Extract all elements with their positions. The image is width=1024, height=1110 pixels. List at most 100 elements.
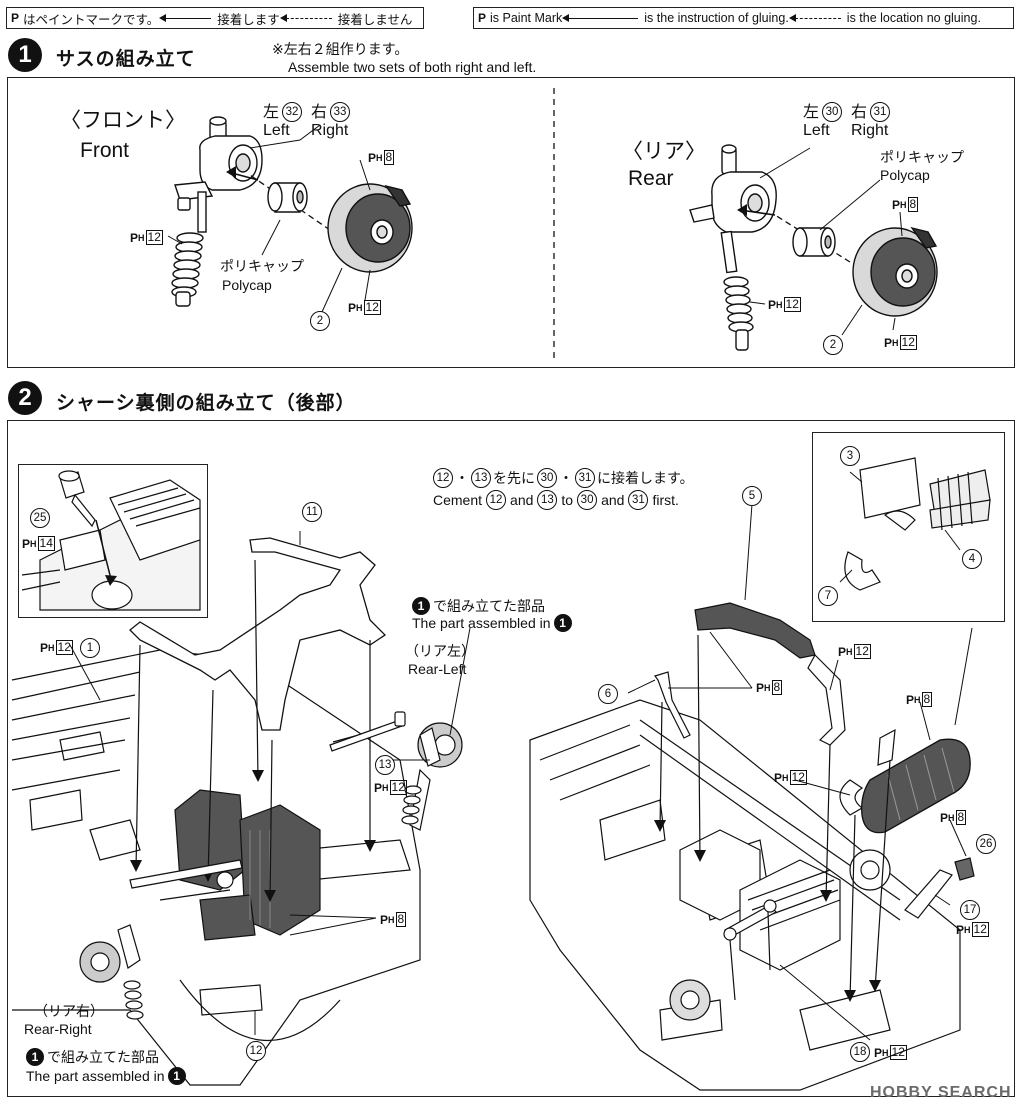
legend-paint-label: is Paint Mark	[490, 11, 563, 25]
paint-mark-symbol: P	[478, 11, 487, 25]
assembled-note-top-jp: 1 で組み立てた部品	[412, 596, 545, 616]
rear-left-jp: （リア左）	[405, 643, 475, 659]
part-11-number: 11	[302, 502, 322, 522]
cement-part-31: 31	[575, 468, 595, 488]
step-2-title: シャーシ裏側の組み立て（後部）	[56, 393, 356, 414]
rear-right-en: Right	[851, 122, 889, 139]
front-title-en: Front	[80, 139, 130, 162]
part-26-number: 26	[976, 834, 996, 854]
cement-part-12: 12	[433, 468, 453, 488]
cement-en-part-31: 31	[628, 490, 649, 510]
cement-instruction-en: Cement 12 and 13 to 30 and 31 first.	[433, 490, 679, 510]
cement-en-and-1: and	[510, 492, 534, 508]
rear-left-jp: 左	[803, 104, 820, 121]
assembled-jp-text: で組み立てた部品	[47, 1049, 159, 1065]
glue-arrow-icon	[159, 13, 212, 22]
part-13-number: 13	[375, 755, 395, 775]
assembled-jp-text: で組み立てた部品	[433, 598, 545, 614]
rear-left-part-number: 30	[822, 102, 842, 122]
legend-paint-label: はペイントマークです。	[23, 12, 160, 27]
rear-left-en: Rear-Left	[408, 661, 467, 677]
step-2-number: 2	[8, 381, 42, 415]
front-title-jp: 〈フロント〉	[60, 109, 186, 132]
cement-instruction-jp: 12 ・ 13 を先に 30 ・ 31 に接着します。	[433, 468, 694, 488]
part-6-number: 6	[598, 684, 618, 704]
front-left-en: Left	[263, 122, 290, 139]
front-left-part-number: 32	[282, 102, 302, 122]
front-left-jp: 左	[263, 104, 280, 121]
cement-part-13: 13	[471, 468, 491, 488]
cement-en-end: first.	[652, 492, 679, 508]
assembled-note-top-en: The part assembled in 1	[412, 614, 572, 632]
legend-glue-label: 接着します	[217, 12, 280, 27]
front-polycap-jp: ポリキャップ	[220, 258, 304, 274]
watermark: HOBBY SEARCH	[870, 1084, 1012, 1101]
step-1-ref-icon: 1	[412, 597, 430, 615]
front-polycap-en: Polycap	[222, 277, 272, 293]
rear-disc-part-number: 2	[823, 335, 843, 355]
part-25-number: 25	[30, 508, 50, 528]
cement-en-part-12: 12	[486, 490, 507, 510]
rear-title-jp: 〈リア〉	[622, 140, 706, 163]
assembled-note-bottom-jp: 1 で組み立てた部品	[26, 1047, 159, 1067]
legend-japanese: P はペイントマークです。 接着します 接着しません	[6, 7, 424, 29]
part-3-number: 3	[840, 446, 860, 466]
inset-muffler	[812, 432, 1005, 622]
step-1-ref-icon: 1	[26, 1048, 44, 1066]
inset-gas-cap	[18, 464, 208, 618]
rear-right-part-number: 31	[870, 102, 890, 122]
paint-mark-symbol: P	[11, 11, 20, 25]
assembled-en-text: The part assembled in	[26, 1068, 165, 1084]
rear-title-en: Rear	[628, 167, 674, 190]
cement-part-30: 30	[537, 468, 557, 488]
assembled-note-bottom-en: The part assembled in 1	[26, 1067, 186, 1085]
step-1-note-en: Assemble two sets of both right and left…	[288, 59, 537, 75]
rear-right-en: Rear-Right	[24, 1021, 92, 1037]
cement-en-part-30: 30	[577, 490, 598, 510]
rear-right-jp: 右	[851, 104, 868, 121]
part-7-number: 7	[818, 586, 838, 606]
front-disc-part-number: 2	[310, 311, 330, 331]
cement-en-and-2: and	[601, 492, 625, 508]
cement-en-pre: Cement	[433, 492, 483, 508]
cement-jp-end: に接着します。	[597, 470, 694, 486]
assembled-en-text: The part assembled in	[412, 615, 551, 631]
legend-no-glue-label: is the location no gluing.	[846, 11, 981, 25]
cement-en-to: to	[561, 492, 574, 508]
step-1-ref-icon: 1	[553, 614, 572, 632]
part-4-number: 4	[962, 549, 982, 569]
step-2-panel	[7, 420, 1015, 1097]
rear-knuckle-shock	[689, 144, 777, 351]
part-17-number: 17	[960, 900, 980, 920]
cement-en-part-13: 13	[537, 490, 558, 510]
rear-polycap-en: Polycap	[880, 167, 930, 183]
step-1-panel	[7, 77, 1015, 368]
cement-jp-mid: を先に	[493, 470, 535, 486]
step-1-note-jp: ※左右２組作ります。	[272, 41, 409, 57]
part-1-number: 1	[80, 638, 100, 658]
step-1-ref-icon: 1	[167, 1067, 186, 1085]
part-5-number: 5	[742, 486, 762, 506]
rear-left-en: Left	[803, 122, 830, 139]
step-1-title: サスの組み立て	[56, 49, 196, 70]
no-glue-arrow-icon	[279, 13, 332, 22]
legend-glue-label: is the instruction of gluing.	[644, 11, 789, 25]
front-right-en: Right	[311, 122, 349, 139]
